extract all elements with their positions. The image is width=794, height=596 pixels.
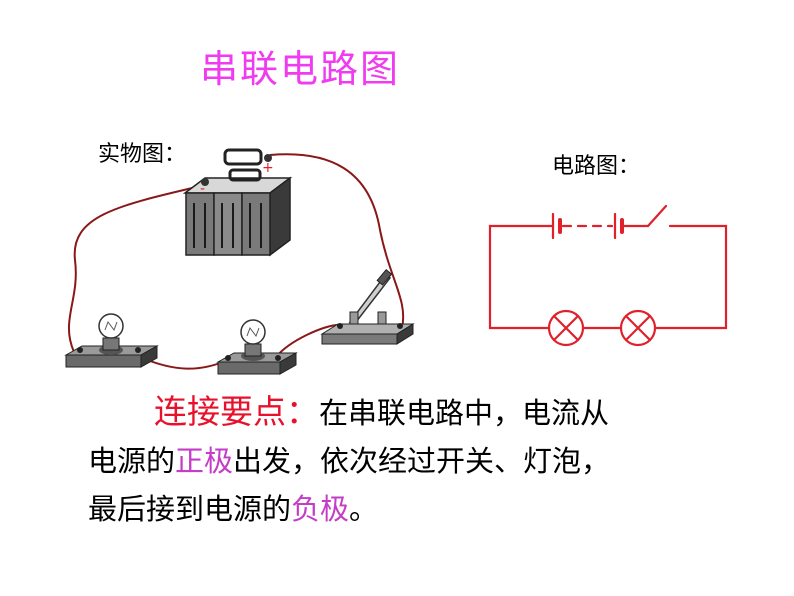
knife-switch (320, 269, 415, 345)
schematic-diagram-label: 电路图： (552, 154, 641, 179)
key-points-paragraph: 连接要点：在串联电路中，电流从 电源的正极出发，依次经过开关、灯泡， 最后接到电… (88, 388, 768, 533)
lamp-symbol-1 (547, 309, 585, 347)
key-points-text-5: 。 (349, 492, 379, 526)
switch-symbol (646, 204, 668, 228)
key-points-text-4: 最后接到电源的 (88, 492, 292, 526)
page-title: 串联电路图 (200, 47, 401, 91)
key-points-line-2: 电源的正极出发，依次经过开关、灯泡， (88, 437, 768, 485)
battery-pack (182, 148, 293, 257)
key-points-text-1: 在串联电路中，电流从 (319, 396, 610, 430)
positive-pole-highlight: 正极 (175, 444, 234, 478)
physical-diagram-label: 实物图： (98, 142, 187, 167)
key-points-text-2: 电源的 (88, 444, 176, 478)
wire-battery-to-bulb1 (67, 184, 206, 353)
wire-bulb2-to-switch (275, 324, 339, 358)
wire-battery-to-switch (269, 153, 405, 329)
bulb-1 (64, 313, 159, 368)
key-points-text-3: 出发，依次经过开关、灯泡， (233, 444, 611, 478)
battery-symbol (551, 212, 650, 240)
battery-plus-sign: + (262, 160, 274, 176)
key-points-line-3: 最后接到电源的负极。 (88, 485, 768, 533)
lamp-symbol-2 (619, 309, 657, 347)
key-points-line-1: 连接要点：在串联电路中，电流从 (88, 388, 768, 437)
schematic-wire-right (653, 224, 728, 330)
battery-minus-sign: - (200, 181, 205, 197)
schematic-wire-left (488, 224, 555, 330)
bulb-2 (216, 319, 298, 375)
negative-pole-highlight: 负极 (291, 492, 350, 526)
key-points-heading: 连接要点： (154, 392, 319, 431)
